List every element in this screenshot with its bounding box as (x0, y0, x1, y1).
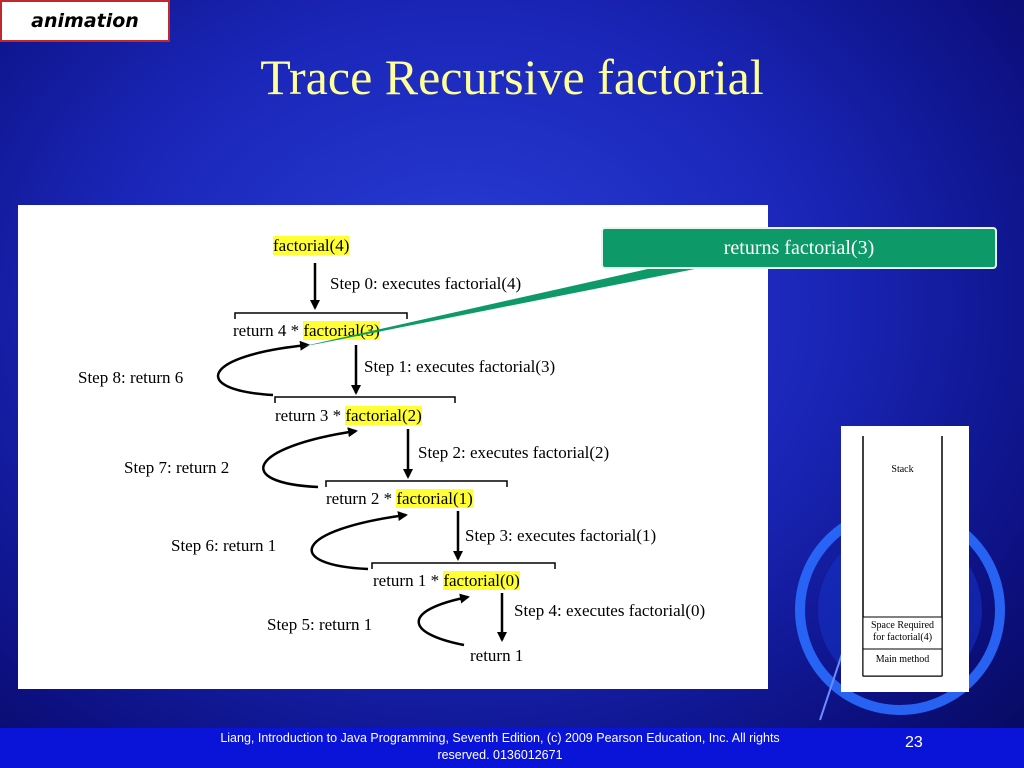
trace-arrows (216, 263, 556, 647)
footer-copyright: Liang, Introduction to Java Programming,… (220, 731, 780, 762)
step6-label: Step 6: return 1 (171, 536, 277, 555)
step1-label: Step 1: executes factorial(3) (364, 357, 556, 376)
return-arrow-step8 (216, 340, 310, 397)
bracket-line2 (274, 396, 456, 403)
return-arrow-step7 (262, 427, 358, 489)
step5-label: Step 5: return 1 (267, 615, 373, 634)
stack-frame-factorial4: Space Required for factorial(4) (870, 620, 935, 643)
stack-frame-main: Main method (875, 654, 930, 665)
slide-title: Trace Recursive factorial (260, 49, 764, 105)
return-arrow-step6 (310, 511, 408, 571)
step8-label: Step 8: return 6 (78, 368, 184, 387)
top-call: factorial(4) (273, 236, 350, 255)
step4-label: Step 4: executes factorial(0) (514, 601, 706, 620)
animation-badge: animation (0, 0, 170, 42)
return-line-5: return 1 (470, 646, 524, 665)
stack-panel: Stack Space Required for factorial(4) Ma… (841, 426, 969, 692)
step7-label: Step 7: return 2 (124, 458, 230, 477)
return-line-1: return 4 * factorial(3) (233, 321, 380, 340)
bracket-line4 (371, 562, 556, 569)
step0-label: Step 0: executes factorial(4) (330, 274, 522, 293)
return-line-4: return 1 * factorial(0) (373, 571, 520, 590)
page-number: 23 (905, 734, 923, 751)
stack-drawing (862, 436, 943, 677)
return-arrow-step5 (417, 593, 470, 647)
return-line-2: return 3 * factorial(2) (275, 406, 422, 425)
step3-label: Step 3: executes factorial(1) (465, 526, 657, 545)
bracket-line3 (325, 480, 508, 487)
step2-label: Step 2: executes factorial(2) (418, 443, 610, 462)
callout-returns: returns factorial(3) (601, 227, 997, 269)
stack-title: Stack (891, 464, 914, 475)
bracket-line1 (234, 312, 408, 319)
footer-bar (0, 728, 1024, 768)
return-line-3: return 2 * factorial(1) (326, 489, 473, 508)
trace-panel: factorial(4) Step 0: executes factorial(… (18, 205, 768, 689)
